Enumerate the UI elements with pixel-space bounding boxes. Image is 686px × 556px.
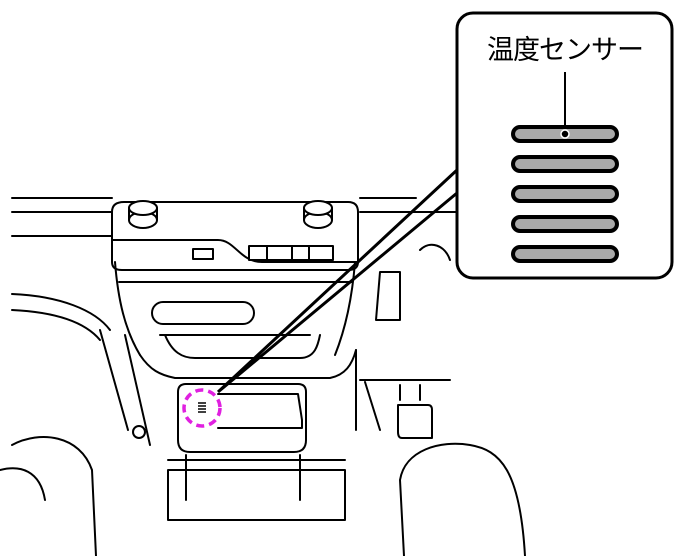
sensor-slat: [511, 215, 619, 233]
console-sides: [114, 261, 356, 356]
control-buttons: [248, 245, 334, 261]
dashboard-top-edge: [11, 197, 458, 213]
knob-right: [303, 200, 333, 229]
panel-contour: [112, 239, 358, 263]
sensor-slat: [511, 245, 619, 263]
lower-pocket: [177, 383, 307, 453]
callout-pointer: [216, 168, 459, 394]
sensor-highlight-circle: [182, 388, 222, 428]
console-lower-contour: [139, 349, 357, 379]
temperature-sensor-icon: [198, 402, 206, 413]
lower-console: [167, 393, 346, 521]
temperature-sensor-label: 温度センサー: [487, 35, 644, 66]
dashboard-left-panel: [11, 235, 113, 341]
pedal: [397, 404, 433, 439]
sensor-grille: [511, 125, 619, 263]
knob-left: [128, 200, 158, 229]
callout-box: [455, 11, 674, 280]
seat-left: [0, 436, 97, 556]
console-legs: [99, 329, 357, 446]
bolt: [132, 425, 146, 439]
right-dash-lines: [359, 243, 451, 431]
sensor-slat: [511, 155, 619, 173]
side-switch: [375, 271, 401, 321]
tray: [159, 334, 321, 359]
sensor-slat: [511, 185, 619, 203]
seat-right: [399, 442, 526, 556]
leader-dot: [560, 129, 570, 139]
vent-slot: [151, 301, 255, 325]
display-indicator: [192, 248, 214, 260]
